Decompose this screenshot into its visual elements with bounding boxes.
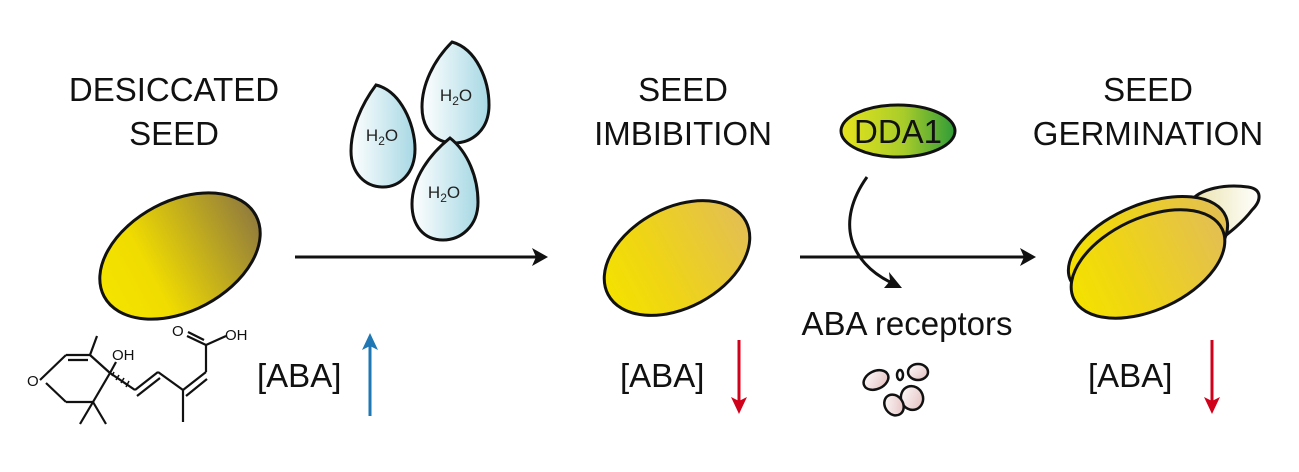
aba-level-imbibition: [ABA] (620, 340, 747, 414)
germinating-seed (1066, 184, 1261, 320)
dda1-protein: DDA1 (839, 103, 957, 159)
aba-level-germination: [ABA] (1088, 340, 1220, 414)
hydroxyl-label: OH (112, 347, 135, 364)
germination-arrow (800, 248, 1036, 266)
aba-molecule-labels: O OH O OH (27, 323, 248, 390)
stage-title-desiccated: DESICCATED SEED (69, 71, 279, 152)
stage-title-line2: IMBIBITION (594, 115, 772, 152)
water-drop-label: H2O (440, 86, 472, 108)
stage-title-line2: SEED (129, 115, 219, 152)
receptor-fragments (862, 362, 930, 417)
carboxyl-oh-label: OH (225, 327, 248, 344)
water-drop-label: H2O (366, 126, 398, 148)
aba-label: [ABA] (620, 357, 704, 394)
aba-label: [ABA] (257, 357, 341, 394)
stage-title-line1: DESICCATED (69, 71, 279, 108)
dda1-label: DDA1 (854, 113, 942, 150)
aba-level-desiccated: [ABA] (257, 333, 378, 416)
ketone-oxygen-label: O (27, 373, 39, 390)
water-drop: H2O (349, 83, 417, 189)
imbibition-arrow (295, 248, 548, 266)
stage-title-imbibition: SEED IMBIBITION (594, 71, 772, 152)
stage-title-germination: SEED GERMINATION (1033, 71, 1263, 152)
aba-molecule (39, 331, 227, 425)
carbonyl-oxygen-label: O (172, 323, 184, 340)
water-drop-label: H2O (428, 183, 460, 205)
degradation-arrow (848, 176, 902, 288)
water-drop: H2O (420, 40, 491, 145)
aba-receptors-label: ABA receptors (802, 305, 1013, 342)
water-drop: H2O (410, 136, 480, 242)
stage-title-line1: SEED (1103, 71, 1193, 108)
aba-label: [ABA] (1088, 357, 1172, 394)
stage-title-line1: SEED (638, 71, 728, 108)
desiccated-seed (98, 191, 262, 321)
imbibed-seed (602, 199, 752, 317)
stage-title-line2: GERMINATION (1033, 115, 1263, 152)
